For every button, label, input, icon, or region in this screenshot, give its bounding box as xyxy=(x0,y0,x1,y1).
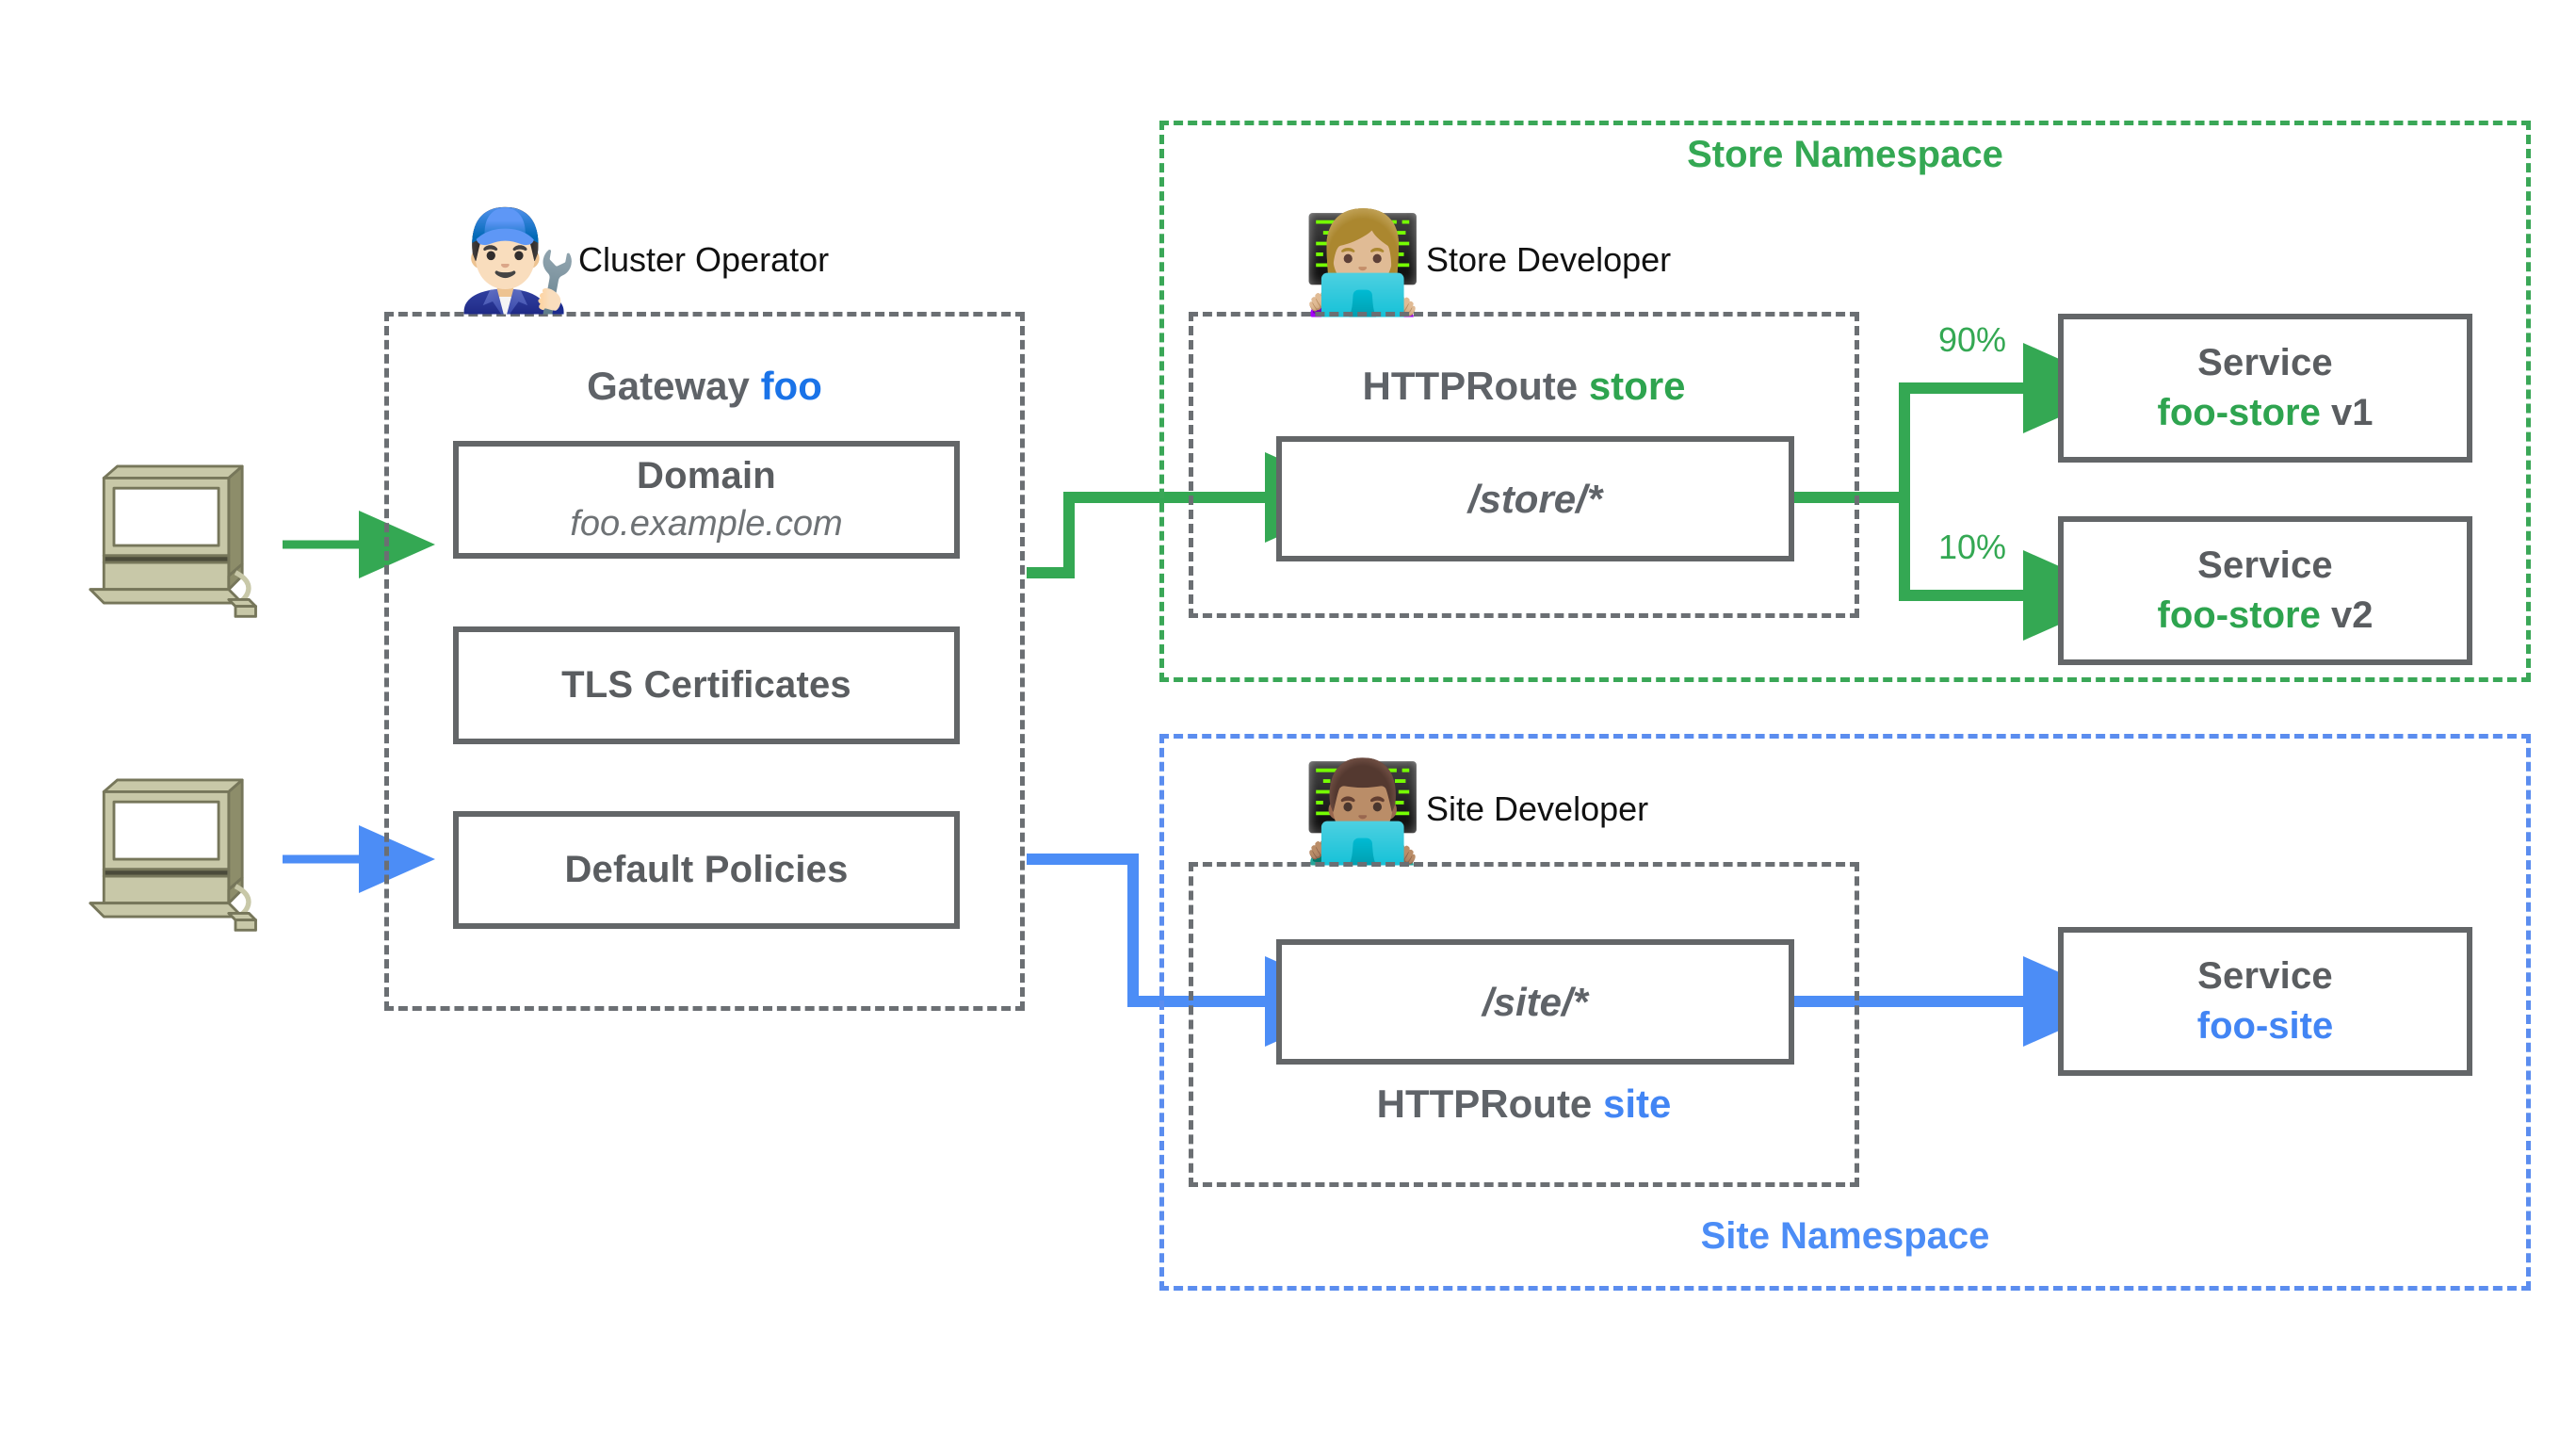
gateway-title-name: foo xyxy=(760,364,822,408)
gateway-title: Gateway foo xyxy=(384,364,1025,409)
site-namespace-label: Site Namespace xyxy=(1700,1215,1990,1257)
site-httproute-title: HTTPRoute site xyxy=(1189,1081,1859,1127)
computer-icon xyxy=(89,778,257,932)
gateway-box-tls[interactable]: TLS Certificates xyxy=(453,626,960,744)
site-route-path: /site/* xyxy=(1482,979,1589,1024)
store-service-v2-name: foo-store xyxy=(2157,594,2321,636)
gateway-box-domain[interactable]: Domain foo.example.com xyxy=(453,441,960,559)
site-developer-label: Site Developer xyxy=(1426,789,1649,828)
gateway-box-policies[interactable]: Default Policies xyxy=(453,811,960,929)
client-computer-site xyxy=(73,771,276,950)
cluster-operator-label: Cluster Operator xyxy=(578,240,830,279)
site-httproute-container xyxy=(1189,862,1859,1187)
store-httproute-title: HTTPRoute store xyxy=(1189,364,1859,409)
store-service-v1-version: v1 xyxy=(2330,392,2373,433)
store-httproute-title-name: store xyxy=(1588,364,1686,408)
store-service-v2-title: Service xyxy=(2197,544,2333,586)
store-service-v1-box[interactable]: Service foo-store v1 xyxy=(2058,314,2472,463)
store-service-v1-title: Service xyxy=(2197,341,2333,383)
mechanic-person-icon: 👨🏻‍🔧 xyxy=(457,206,579,316)
developer-man-laptop-icon: 👨🏽‍💻 xyxy=(1302,757,1424,867)
site-service-name: foo-site xyxy=(2196,1005,2334,1047)
site-service-title: Service xyxy=(2197,954,2333,997)
site-route-path-box[interactable]: /site/* xyxy=(1276,939,1794,1065)
gateway-container xyxy=(384,312,1025,1011)
gateway-box-tls-title: TLS Certificates xyxy=(561,663,851,706)
store-httproute-title-prefix: HTTPRoute xyxy=(1362,364,1579,408)
client-computer-store xyxy=(73,457,276,636)
site-httproute-title-name: site xyxy=(1602,1081,1672,1126)
gateway-title-prefix: Gateway xyxy=(587,364,750,408)
store-backend-weight-v1: 90% xyxy=(1938,320,2007,359)
computer-icon xyxy=(89,464,257,618)
site-service-box[interactable]: Service foo-site xyxy=(2058,927,2472,1076)
gateway-box-domain-title: Domain xyxy=(637,455,776,497)
store-namespace-label: Store Namespace xyxy=(1687,134,2003,175)
store-backend-weight-v2: 10% xyxy=(1938,528,2007,566)
store-service-v2-version: v2 xyxy=(2330,594,2373,636)
store-service-v2-box[interactable]: Service foo-store v2 xyxy=(2058,516,2472,665)
store-namespace-container xyxy=(1159,121,2531,682)
developer-woman-laptop-icon: 👩🏼‍💻 xyxy=(1302,209,1424,318)
store-route-path-box[interactable]: /store/* xyxy=(1276,436,1794,561)
gateway-box-domain-subtitle: foo.example.com xyxy=(570,503,843,544)
store-httproute-container xyxy=(1189,312,1859,618)
store-service-v1-name: foo-store xyxy=(2157,392,2321,433)
gateway-box-policies-title: Default Policies xyxy=(564,848,849,890)
site-namespace-container xyxy=(1159,734,2531,1291)
site-httproute-title-prefix: HTTPRoute xyxy=(1376,1081,1593,1126)
store-developer-label: Store Developer xyxy=(1426,240,1672,279)
store-route-path: /store/* xyxy=(1467,476,1603,521)
